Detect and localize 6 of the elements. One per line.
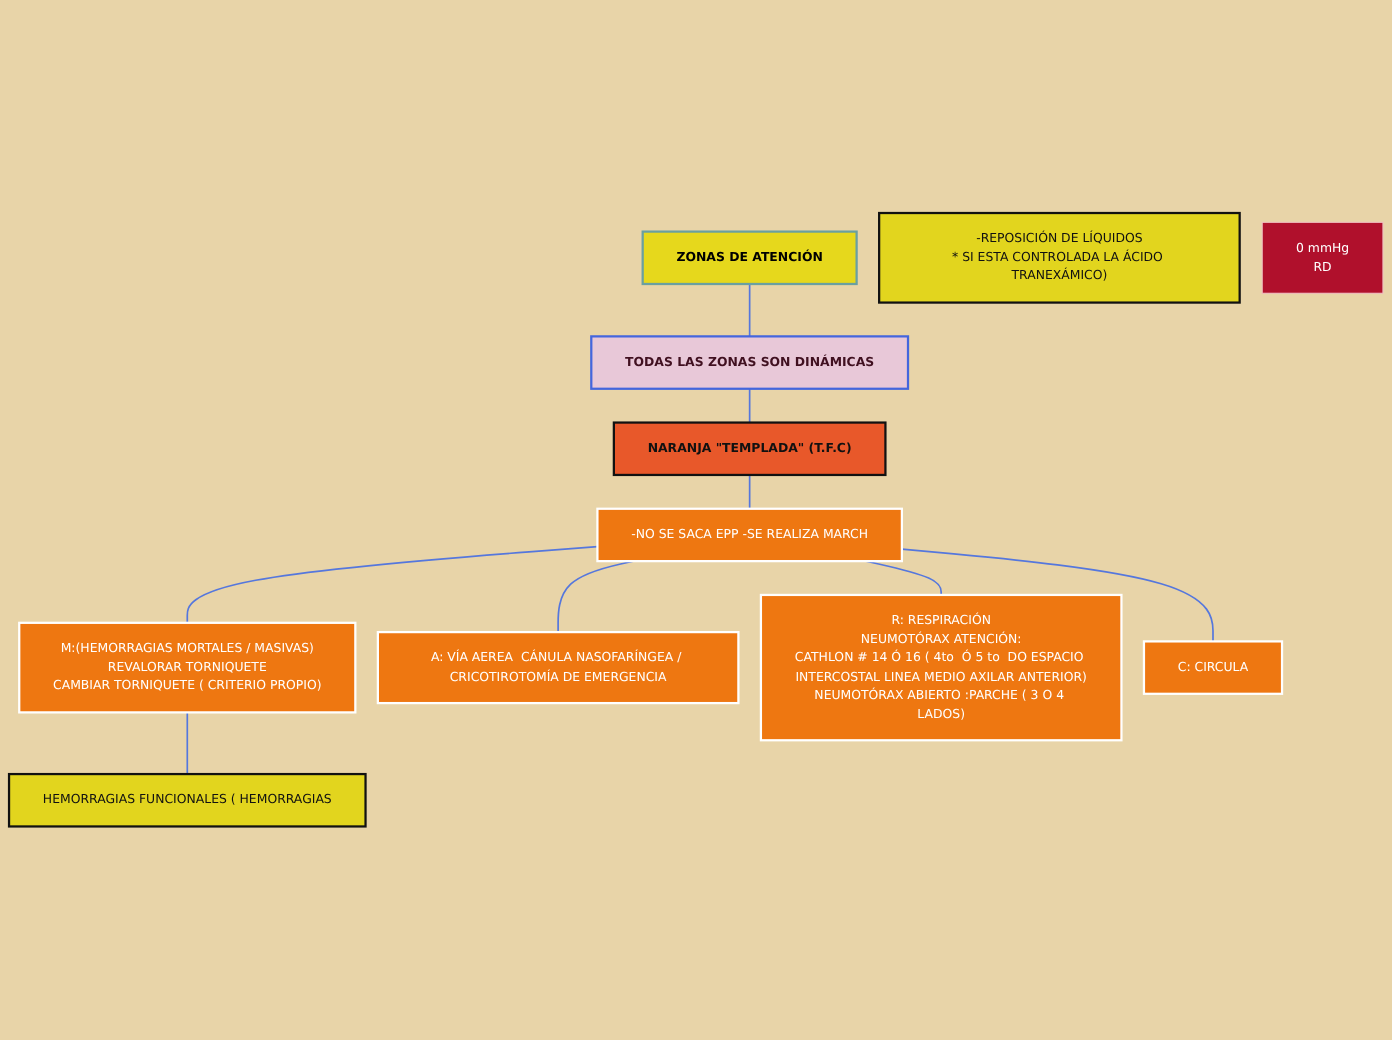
connector	[901, 548, 1214, 643]
connector	[748, 283, 751, 338]
connector	[186, 546, 599, 624]
connector	[748, 474, 751, 510]
connector	[186, 711, 189, 776]
connector	[748, 388, 751, 424]
